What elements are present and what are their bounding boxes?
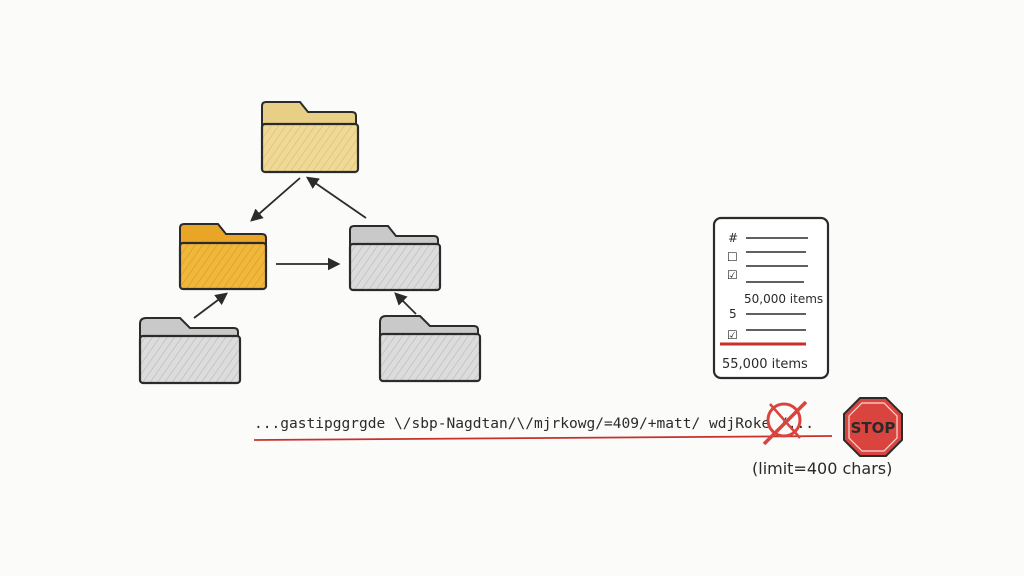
arrow-gray-to-root — [305, 176, 367, 219]
limit-label: (limit=400 chars) — [752, 459, 892, 478]
folder-icon-gray-bottom-right — [378, 315, 482, 383]
stop-sign-icon: STOP — [843, 397, 903, 457]
folder-icon-gray-bottom-left — [138, 317, 242, 385]
checklist-label-55000: 55,000 items — [722, 357, 808, 372]
folder-icon-orange — [178, 223, 268, 291]
folder-icon-root — [260, 101, 360, 174]
checklist-mark-2: ☐ — [727, 250, 738, 264]
checklist-mark-5: ☑ — [727, 328, 738, 342]
arrow-root-to-orange — [250, 177, 301, 222]
arrow-bottomleft-to-orange — [193, 292, 229, 319]
checklist-mark-4: 5 — [729, 307, 737, 321]
arrow-bottomright-to-gray — [394, 292, 417, 315]
checklist-mark-1: # — [728, 231, 738, 245]
folder-icon-gray-middle — [348, 225, 442, 292]
checklist-label-50000: 50,000 items — [744, 292, 823, 306]
checklist-mark-3: ☑ — [727, 268, 738, 282]
long-path-text: ...gastipggrgde \/sbp-Nagdtan/\/mjrkowg/… — [254, 415, 814, 432]
checklist-document: # ☐ ☑ 5 ☑ 50,000 items 55,000 items — [712, 216, 830, 380]
prohibited-icon — [762, 400, 808, 446]
limit-red-line — [253, 435, 833, 441]
stop-sign-text: STOP — [851, 419, 896, 437]
